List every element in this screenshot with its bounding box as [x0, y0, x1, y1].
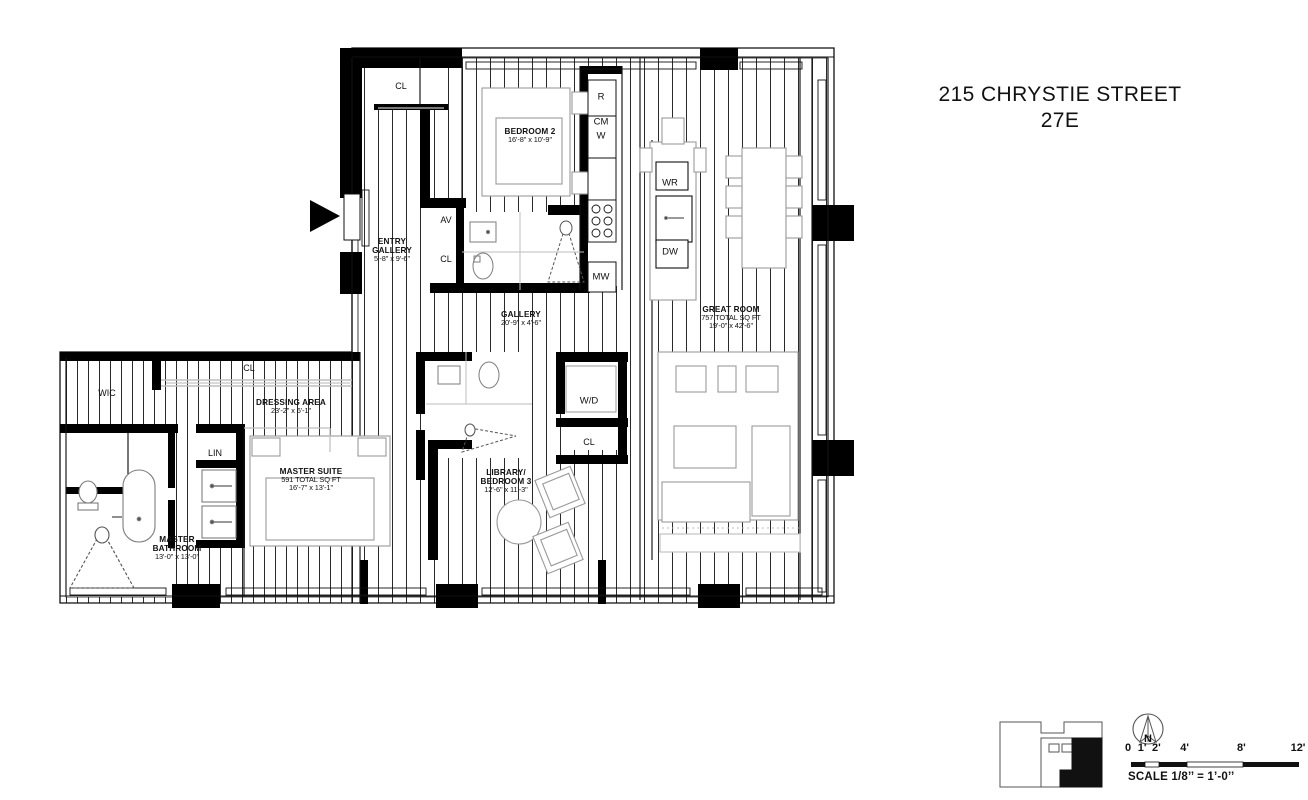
room-dimensions: 16'-7" x 13'-1"	[289, 483, 333, 493]
great-room-furniture	[657, 351, 801, 553]
room-name: MASTER SUITE	[279, 467, 343, 476]
room-name: BATHROOM	[152, 544, 202, 554]
title-block: 215 CHRYSTIE STREET 27E	[880, 82, 1240, 134]
scale-tick: 8'	[1236, 742, 1246, 754]
room-name: MASTER	[159, 535, 195, 544]
appliance-label-warming_drawer: W	[596, 130, 606, 142]
closet-label-cl_entry_north: CL	[395, 81, 407, 91]
closet-label-cl_entry_lower: CL	[440, 254, 452, 264]
room-name: DRESSING AREA	[256, 398, 326, 407]
room-dimensions: 12'-6" x 11'-3"	[484, 485, 528, 495]
room-name: GREAT ROOM	[702, 305, 760, 314]
svg-text:N: N	[1144, 733, 1152, 745]
room-name: GALLERY	[372, 246, 412, 256]
window-mullions	[69, 61, 827, 596]
closet-label-lin: LIN	[207, 448, 223, 458]
appliance-label-dishwasher: DW	[662, 246, 678, 258]
kitchen-wall-appliances	[587, 79, 617, 293]
appliance-label-wine_fridge: WR	[662, 177, 678, 189]
laundry-machines	[565, 365, 617, 413]
appliance-label-microwave: MW	[592, 271, 610, 283]
scale-tick: 0	[1124, 742, 1132, 754]
room-area: 757 TOTAL SQ FT	[701, 313, 761, 323]
scale-tick: 1'	[1137, 742, 1147, 754]
scale-bar-graphic	[1131, 761, 1299, 768]
room-area: 591 TOTAL SQ FT	[281, 475, 341, 485]
master-suite-furniture	[249, 435, 391, 547]
closet-label-cl_entry_av: AV	[440, 215, 452, 225]
room-dimensions: 13'-0" x 13'-0"	[155, 552, 199, 562]
library-furniture	[496, 465, 586, 575]
room-name: BEDROOM 3	[480, 477, 532, 487]
key-plan-diagram	[999, 721, 1103, 788]
appliance-label-refrigerator: R	[597, 91, 605, 103]
closet-label-cl_dressing: CL	[243, 363, 255, 373]
room-dimensions: 16'-8" x 10'-9"	[508, 135, 552, 145]
closet-door-lines	[166, 107, 444, 452]
kitchen-island	[639, 117, 707, 301]
room-dimensions: 20'-9" x 4'-6"	[501, 318, 541, 328]
appliance-label-coffee_maker: CM	[593, 116, 609, 128]
interior-partitions	[60, 56, 834, 603]
cooktop-icon	[587, 199, 617, 243]
entry-arrow-icon	[310, 193, 361, 241]
dining-set	[725, 147, 803, 269]
guest-bath-fixtures	[462, 212, 585, 290]
scale-block: 0 1' 2' 4' 8' 12' SCALE 1/8’’ = 1’-0’’	[1124, 742, 1305, 783]
scale-caption: SCALE 1/8’’ = 1’-0’’	[1128, 771, 1235, 783]
hall-bath-fixtures	[426, 352, 532, 453]
room-dimensions: 23'-2" x 6'-1"	[271, 406, 311, 416]
building-address: 215 CHRYSTIE STREET	[938, 83, 1182, 106]
room-name: BEDROOM 2	[504, 127, 556, 136]
room-dimensions: 5'-8" x 9'-6"	[374, 254, 410, 264]
room-name: GALLERY	[501, 310, 541, 319]
scale-tick: 2'	[1151, 742, 1161, 754]
scale-tick-labels: 0 1' 2' 4' 8' 12'	[1124, 742, 1305, 756]
closet-label-cl_laundry: CL	[583, 437, 595, 447]
room-name: ENTRY	[377, 237, 407, 246]
closet-label-wic: WIC	[98, 388, 116, 398]
north-arrow-icon: N	[1132, 713, 1164, 745]
room-dimensions: 19'-0" x 42'-6"	[709, 321, 753, 331]
appliance-label-washer_dryer: W/D	[579, 395, 599, 407]
unit-number: 27E	[1040, 109, 1080, 132]
room-name: LIBRARY/	[486, 468, 526, 477]
scale-tick: 4'	[1180, 742, 1190, 754]
master-bath-fixtures	[69, 469, 237, 589]
scale-tick: 12'	[1290, 742, 1306, 754]
